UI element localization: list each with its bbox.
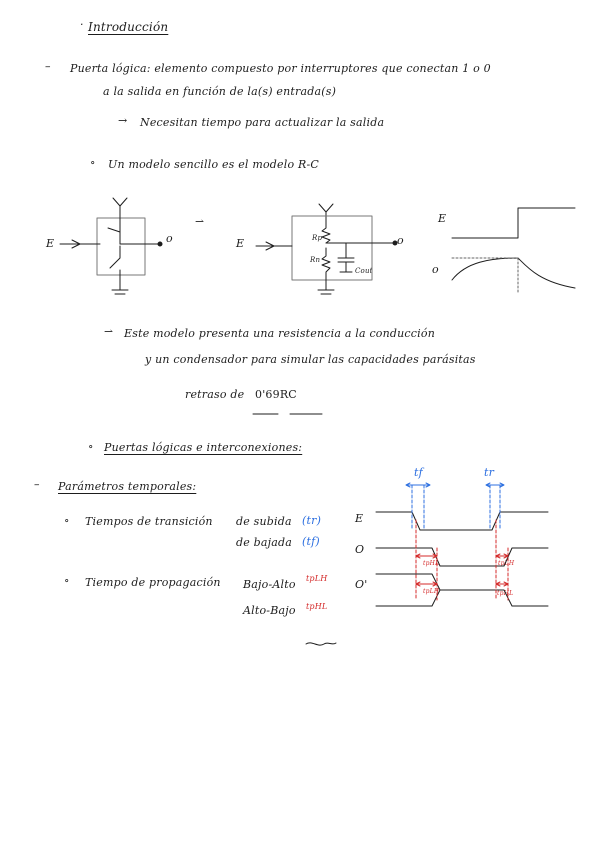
retraso-text: retraso de — [185, 388, 245, 401]
circuit-output-label: o — [166, 232, 173, 245]
note-line-2: a la salida en función de la(s) entrada(… — [103, 85, 337, 98]
rc-waveforms — [451, 207, 576, 293]
item-fall: de bajada — [236, 536, 293, 549]
section-title: Puertas lógicas e interconexiones: — [104, 441, 303, 454]
timing-tphl-1: tpHL — [423, 560, 440, 567]
dash-bullet: – — [45, 60, 51, 73]
item-high-low-symbol: tpHL — [306, 602, 328, 611]
bullet-dot: · — [80, 18, 84, 31]
circle-bullet-3: ∘ — [64, 514, 70, 527]
item-high-low: Alto-Bajo — [243, 604, 296, 617]
item-low-high-symbol: tpLH — [306, 574, 328, 583]
circle-bullet: ∘ — [90, 156, 96, 169]
rc-output-label: o — [397, 234, 404, 247]
item-fall-symbol: (tf) — [302, 535, 320, 548]
circle-bullet-4: ∘ — [64, 574, 70, 587]
section-subtitle: Parámetros temporales: — [58, 480, 197, 493]
timing-o-label: O — [355, 543, 365, 556]
waveform-e-label: E — [438, 212, 447, 225]
rp-label: Rp — [312, 234, 323, 242]
note-line-1: Puerta lógica: elemento compuesto por in… — [70, 62, 491, 75]
timing-o2-label: O' — [355, 578, 368, 591]
note-line-5: Este modelo presenta una resistencia a l… — [124, 327, 435, 340]
circuit-input-label: E — [46, 237, 55, 250]
item-rise-symbol: (tr) — [302, 514, 322, 527]
arrow-bullet-2: ⇀ — [104, 325, 114, 338]
timing-tplh-2: tpLH — [498, 560, 515, 567]
circle-bullet-2: ∘ — [88, 440, 94, 453]
note-line-3: Necesitan tiempo para actualizar la sali… — [140, 116, 385, 129]
item-rise: de subida — [236, 515, 292, 528]
timing-tr-label: tr — [484, 466, 495, 479]
item-transition: Tiempos de transición — [85, 515, 213, 528]
circuit-arrow: ⇀ — [195, 215, 205, 228]
page-heading: Introducción — [88, 20, 169, 34]
cout-label: Cout — [355, 267, 373, 275]
item-low-high: Bajo-Alto — [243, 578, 296, 591]
dash-bullet-2: – — [34, 478, 40, 491]
timing-diagram — [375, 482, 549, 607]
rc-circuit — [255, 203, 398, 295]
rn-label: Rn — [310, 256, 321, 264]
retraso-formula: 0'69RC — [255, 388, 297, 401]
note-line-4: Un modelo sencillo es el modelo R-C — [108, 158, 319, 171]
divider-squiggle-2 — [305, 642, 337, 646]
waveform-o-label: o — [432, 263, 439, 276]
timing-e-label: E — [355, 512, 364, 525]
timing-tphl-2: tpHL — [497, 590, 514, 597]
note-line-6: y un condensador para simular las capaci… — [145, 353, 476, 366]
rc-input-label: E — [236, 237, 245, 250]
arrow-bullet: → — [118, 114, 128, 127]
timing-tplh-1: tpLH — [423, 588, 440, 595]
switch-circuit — [59, 197, 163, 295]
timing-tf-label: tf — [414, 466, 423, 479]
item-propagation: Tiempo de propagación — [85, 576, 221, 589]
